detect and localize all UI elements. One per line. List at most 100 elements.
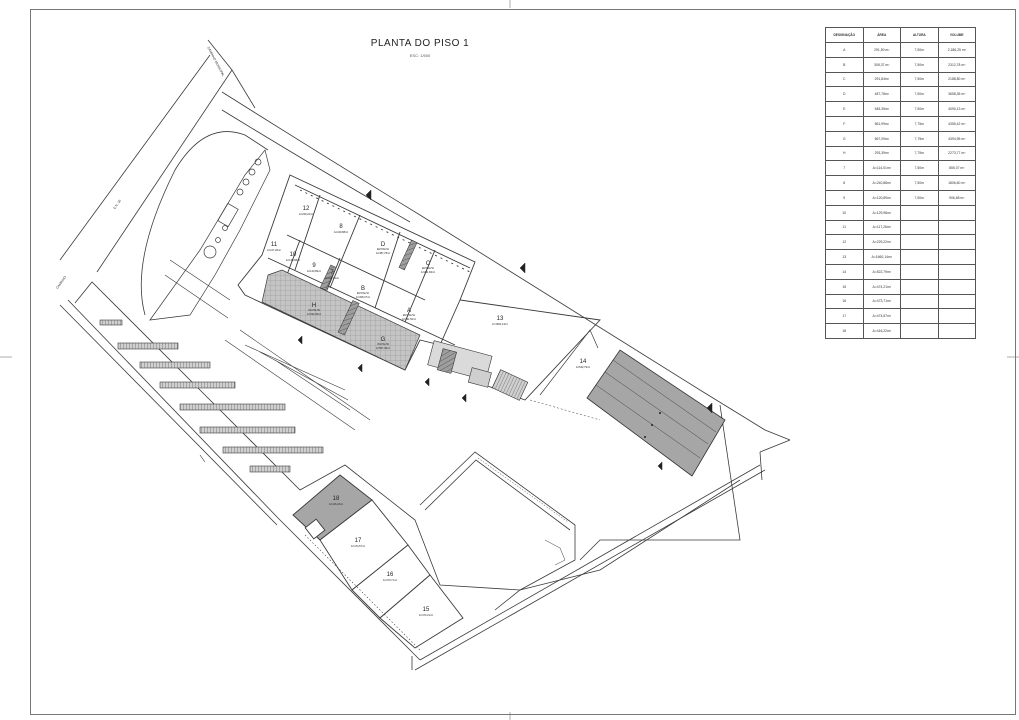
room-c-id: C: [426, 261, 431, 267]
parking-area: [99, 259, 371, 473]
open-yard: [419, 451, 576, 611]
cell-area: A=416,22m²: [862, 323, 901, 339]
cell-designation: E: [825, 101, 864, 117]
cell-height: 7,50m: [900, 189, 939, 206]
cell-designation: G: [825, 130, 864, 147]
room-7-id: 7: [330, 270, 334, 276]
warehouse-14: [529, 329, 726, 477]
room-16-id: 16: [387, 572, 394, 578]
cell-volume: [937, 234, 976, 251]
cell-volume: [937, 219, 976, 236]
cell-area: A=114,01m²: [862, 160, 901, 177]
room-b-note: EM PALHA: [357, 292, 369, 295]
cell-volume: [937, 308, 976, 325]
cell-area: 561,99m²: [862, 115, 901, 132]
room-d-note: EM PALHA: [377, 248, 389, 251]
cell-volume: [937, 249, 976, 265]
room-g-id: G: [381, 337, 386, 343]
stair-block-3: [319, 264, 337, 291]
cell-area: 487,78m²: [862, 86, 901, 103]
cell-volume: [937, 293, 976, 310]
street-dash: [199, 454, 206, 463]
cell-height: 7,50m: [900, 56, 939, 73]
sheet-border: [30, 9, 1016, 715]
room-12-id: 12: [303, 206, 310, 212]
room-11-id: 11: [271, 242, 278, 248]
room-d-id: D: [381, 242, 386, 248]
cell-volume: [937, 323, 976, 339]
cell-area: 308,37 m²: [862, 56, 901, 73]
cell-height: 7,50m: [900, 160, 939, 177]
room-b-area: A=308,37m²: [356, 295, 370, 299]
cell-area: 291,84m²: [862, 71, 901, 88]
cell-height: 7,50m: [900, 175, 939, 191]
cell-volume: 2273,77 m³: [937, 145, 976, 162]
site-boundary: [74, 131, 741, 591]
tiled-hall: [261, 269, 421, 371]
cell-area: 291,50 m²: [862, 42, 901, 58]
cell-area: A=117,26m²: [862, 219, 901, 236]
room-18-area: A=416,22m²: [329, 502, 343, 506]
room-10-id: 10: [290, 252, 297, 258]
room-13-id: 13: [497, 316, 504, 322]
cell-volume: 3658,35 m³: [937, 86, 976, 103]
cell-height: 7,50m: [900, 42, 939, 58]
cell-volume: 2.186,25 m³: [937, 42, 976, 58]
cell-area: 567,09m²: [862, 130, 901, 147]
room-9-id: 9: [312, 263, 316, 269]
room-a-note: EM PALHA: [403, 314, 415, 317]
cell-height: [900, 249, 939, 265]
cell-designation: 18: [825, 323, 864, 339]
section-markers: [297, 189, 713, 471]
room-a-id: A: [407, 308, 411, 314]
room-15-area: A=474,21m²: [419, 613, 433, 617]
room-d-area: A=487,78m²: [376, 251, 390, 255]
cell-designation: F: [825, 115, 864, 132]
cell-height: 7,50m: [900, 101, 939, 117]
room-h-note: VIA PALHA: [308, 309, 320, 312]
room-h-area: A=293,39m²: [307, 312, 321, 316]
room-13-area: A=1660,14m²: [492, 322, 508, 326]
cell-designation: C: [825, 71, 864, 88]
cell-area: A=474,21m²: [862, 278, 901, 295]
cell-designation: 14: [825, 263, 864, 280]
cell-volume: 4355,42 m³: [937, 115, 976, 132]
cell-area: 293,39m²: [862, 145, 901, 162]
cell-volume: [937, 278, 976, 295]
room-labels: 12 A=229,22m² 8 A=240,88m² D EM PALHA A=…: [267, 206, 590, 617]
cell-area: A=229,22m²: [862, 234, 901, 251]
cell-designation: 13: [825, 249, 864, 265]
cell-area: A=522,79m²: [862, 263, 901, 280]
road-label-left-small: CAMINHO: [55, 275, 67, 290]
cell-height: [900, 234, 939, 251]
room-15-id: 15: [423, 607, 430, 613]
cell-height: [900, 293, 939, 310]
road-upper: [221, 69, 791, 561]
cell-volume: [937, 204, 976, 221]
cell-height: [900, 278, 939, 295]
header-area: ÁREA: [862, 27, 901, 43]
road-label-en16: E.N. 16: [112, 199, 122, 210]
room-7-area: A=114,01m²: [325, 276, 339, 280]
cell-volume: 4394,95 m³: [937, 130, 976, 147]
cell-area: A=473,71m²: [862, 293, 901, 310]
cell-volume: 906,68 m³: [937, 189, 976, 206]
cell-height: [900, 308, 939, 325]
cell-height: 7,50m: [900, 71, 939, 88]
left-lot: [149, 149, 271, 321]
cell-height: [900, 204, 939, 221]
